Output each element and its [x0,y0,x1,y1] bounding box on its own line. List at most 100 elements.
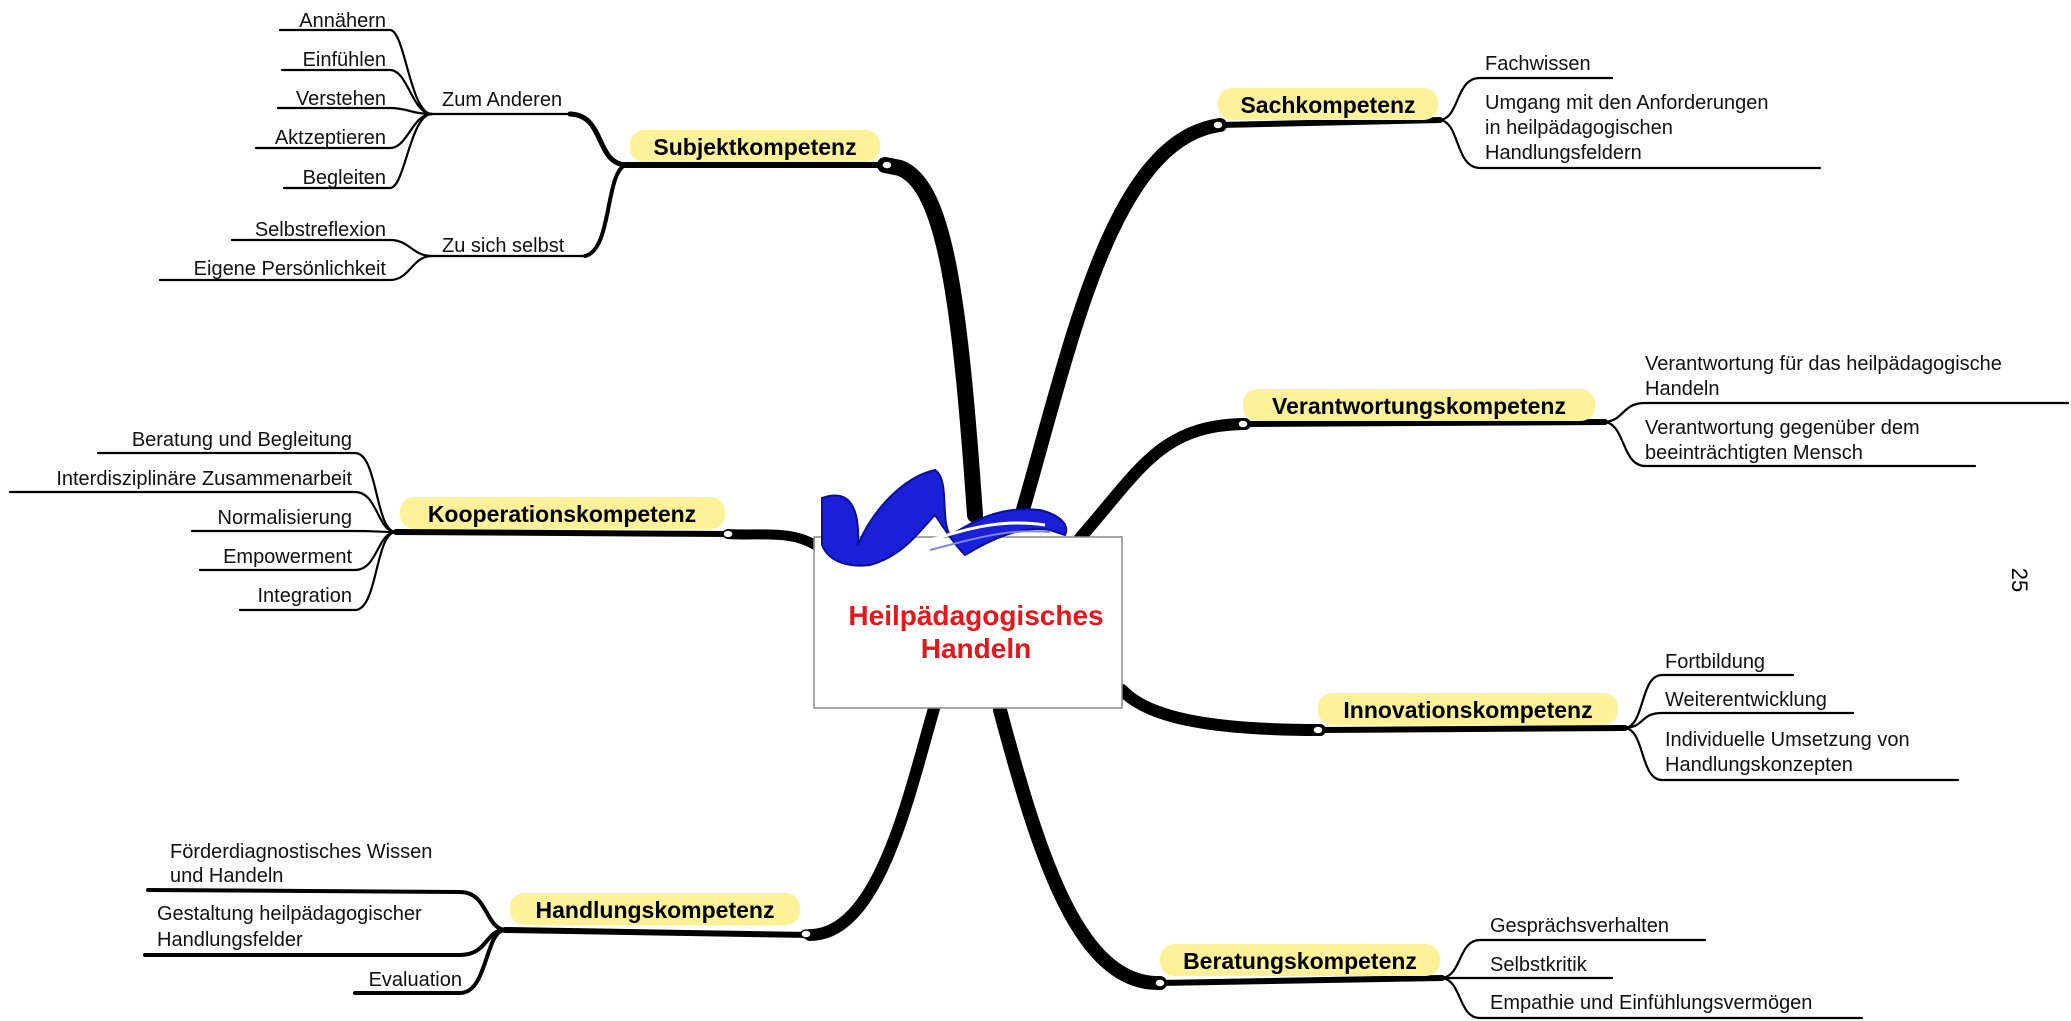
list-item: Evaluation [369,969,462,991]
line-foerderdiagnostisch [146,888,507,932]
line-verantwortung-handeln [1603,401,2070,424]
line-einfuehlen [280,68,434,116]
list-item: Empathie und Einfühlungsvermögen [1490,992,1812,1014]
page-number: 25 [2007,568,2032,592]
center-node: Heilpädagogisches Handeln [813,468,1123,709]
line-umgang [1438,118,1822,170]
handlung-highlight [510,893,800,925]
handlung-underline [502,927,813,938]
knob [1237,419,1249,429]
list-item: Begleiten [303,167,386,189]
sach-underline [1217,117,1443,128]
center-title-line1: Heilpädagogisches [848,600,1103,631]
list-item: Verstehen [296,88,386,110]
knob [1212,120,1224,130]
connector-innovation [1116,684,1326,736]
beratung-highlight [1160,944,1440,976]
list-item: Gestaltung heilpädagogischer [157,903,422,925]
verantwortung-highlight [1243,389,1595,421]
blue-swirl-logo-icon [821,468,1068,567]
list-item: Individuelle Umsetzung von [1665,729,1910,751]
list-item: Selbstreflexion [255,219,386,241]
connector-sach [1013,118,1227,527]
list-item: beeinträchtigten Mensch [1645,442,1863,464]
line-verstehen [276,106,434,116]
list-item: Eigene Persönlichkeit [194,258,387,280]
knob [1154,978,1166,988]
line-fortbildung [1623,673,1795,730]
center-title-line2: Handeln [921,633,1031,664]
innovation-underline [1317,725,1628,733]
line-begleiten [282,112,434,190]
list-item: Gesprächsverhalten [1490,915,1669,937]
list-item: Interdisziplinäre Zusammenarbeit [56,468,352,490]
list-item: Verantwortung gegenüber dem [1645,417,1920,439]
verantwortung-underline [1242,419,1608,427]
kooperation-underline [393,529,731,537]
sach-subtree: Sachkompetenz Fachwissen Umgang mit den … [1217,53,1822,170]
list-item: Fachwissen [1485,53,1591,75]
line-annaehern [278,28,434,116]
list-item: Weiterentwicklung [1665,689,1827,711]
line-gespraechsverhalten [1440,938,1707,980]
subjekt-subtree: Subjektkompetenz Zum Anderen Zu sich sel… [158,10,888,282]
list-item: Einfühlen [303,49,386,71]
line-empathie [1440,976,1864,1020]
list-item: Integration [257,585,352,607]
list-item: Aktzeptieren [275,127,386,149]
line-individuelle [1623,726,1960,782]
handlung-subtree: Handlungskompetenz Förderdiagnostisches … [143,841,813,995]
connector-handlung [804,699,941,941]
kooperation-label: Kooperationskompetenz [428,501,696,527]
line-verantwortung-mensch [1603,420,1977,468]
list-item: und Handeln [170,865,283,887]
sach-highlight [1218,88,1438,120]
connector-subjekt [877,157,983,523]
line-beratung-begleitung [96,451,398,534]
line-fachwissen [1438,76,1614,122]
line-integration [238,530,398,612]
connector-verantwortung [1074,418,1251,544]
line-weiterentwicklung [1623,711,1855,730]
beratung-label: Beratungskompetenz [1183,948,1417,974]
kooperation-highlight [400,497,725,529]
sach-label: Sachkompetenz [1240,92,1415,118]
list-item: Beratung und Begleitung [132,429,352,451]
beratung-underline [1157,975,1445,986]
connector-kooperation [723,529,820,550]
connector-beratung [993,703,1167,991]
knob [1312,725,1324,735]
list-item: Förderdiagnostisches Wissen [170,841,432,863]
zum-anderen-label: Zum Anderen [442,89,562,111]
kooperation-subtree: Kooperationskompetenz Beratung und Begle… [8,429,731,612]
knob [722,529,734,539]
list-item: Handlungsfelder [157,929,303,951]
list-item: Handlungskonzepten [1665,754,1853,776]
handlung-label: Handlungskompetenz [536,897,775,923]
innovation-label: Innovationskompetenz [1343,697,1592,723]
knob [800,929,812,939]
list-item: Verantwortung für das heilpädagogische [1645,353,2002,375]
list-item: in heilpädagogischen [1485,117,1673,139]
zum-anderen-connector [567,111,628,168]
line-evaluation [353,928,507,995]
subjekt-label: Subjektkompetenz [653,134,856,160]
innovation-subtree: Innovationskompetenz Fortbildung Weitere… [1317,651,1960,782]
list-item: Fortbildung [1665,651,1765,673]
connector-knobs [722,120,1324,988]
list-item: Handlungsfeldern [1485,142,1642,164]
main-connectors [723,118,1326,991]
zu-sich-selbst-label: Zu sich selbst [442,235,565,257]
knob [881,160,893,170]
list-item: Selbstkritik [1490,954,1588,976]
line-interdisziplinaer [8,490,398,534]
list-item: Normalisierung [218,507,353,529]
innovation-highlight [1318,693,1618,725]
line-normalisierung [190,529,398,534]
list-item: Annähern [299,10,386,32]
list-item: Empowerment [223,546,352,568]
subjekt-highlight [630,130,880,162]
line-selbstreflexion [230,238,434,258]
zu-sich-selbst-connector [583,163,627,258]
